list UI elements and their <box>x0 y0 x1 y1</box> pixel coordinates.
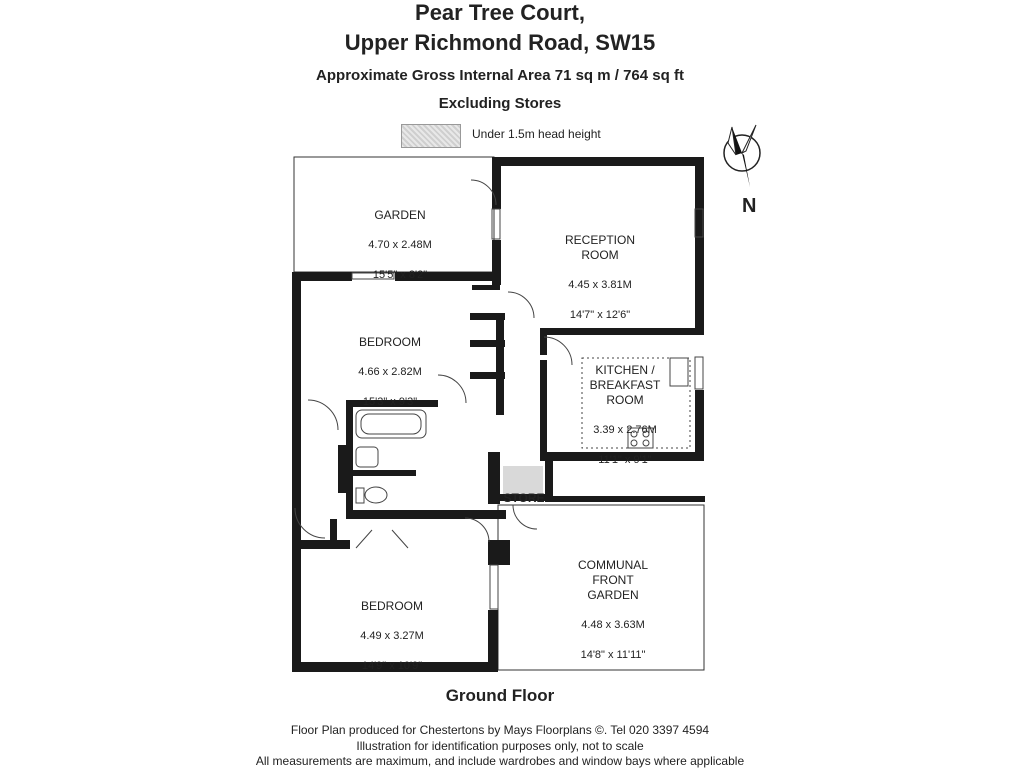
basin-icon <box>355 446 379 468</box>
fixtures <box>294 179 704 610</box>
room-communal-garden: COMMUNAL FRONT GARDEN 4.48 x 3.63M 14'8"… <box>577 558 648 661</box>
store-area <box>503 466 543 494</box>
floor-label: Ground Floor <box>445 686 555 705</box>
room-bedroom-2: BEDROOM 4.49 x 3.27M 14'9" x 10'9" <box>360 599 424 672</box>
garden-outline <box>293 156 495 273</box>
toilet-icon <box>364 486 388 504</box>
room-reception: RECEPTION ROOM 4.45 x 3.81M 14'7" x 12'6… <box>564 233 635 321</box>
room-store: STORE <box>503 491 545 505</box>
plan-title: Pear Tree Court, <box>415 0 585 25</box>
north-label: N <box>742 195 757 217</box>
excluding-note: Excluding Stores <box>438 95 562 112</box>
footer-disclaimer: Illustration for identification purposes… <box>356 739 644 753</box>
north-arrow-icon <box>723 124 761 187</box>
head-height-label: Under 1.5m head height <box>472 127 601 141</box>
head-height-swatch <box>401 124 461 148</box>
gross-area: Approximate Gross Internal Area 71 sq m … <box>316 67 684 84</box>
hob-icon <box>627 427 654 449</box>
footer-measurements: All measurements are maximum, and includ… <box>255 754 745 768</box>
bath-icon <box>355 409 427 439</box>
plan-address: Upper Richmond Road, SW15 <box>344 30 656 55</box>
room-kitchen: KITCHEN / BREAKFAST ROOM 3.39 x 2.76M 11… <box>589 363 661 466</box>
walls <box>292 157 705 672</box>
footer-credit: Floor Plan produced for Chestertons by M… <box>290 723 710 737</box>
room-bedroom-1: BEDROOM 4.66 x 2.82M 15'3" x 9'3" <box>358 335 422 408</box>
room-garden: GARDEN 4.70 x 2.48M 15'5" x 8'2" <box>368 208 432 281</box>
